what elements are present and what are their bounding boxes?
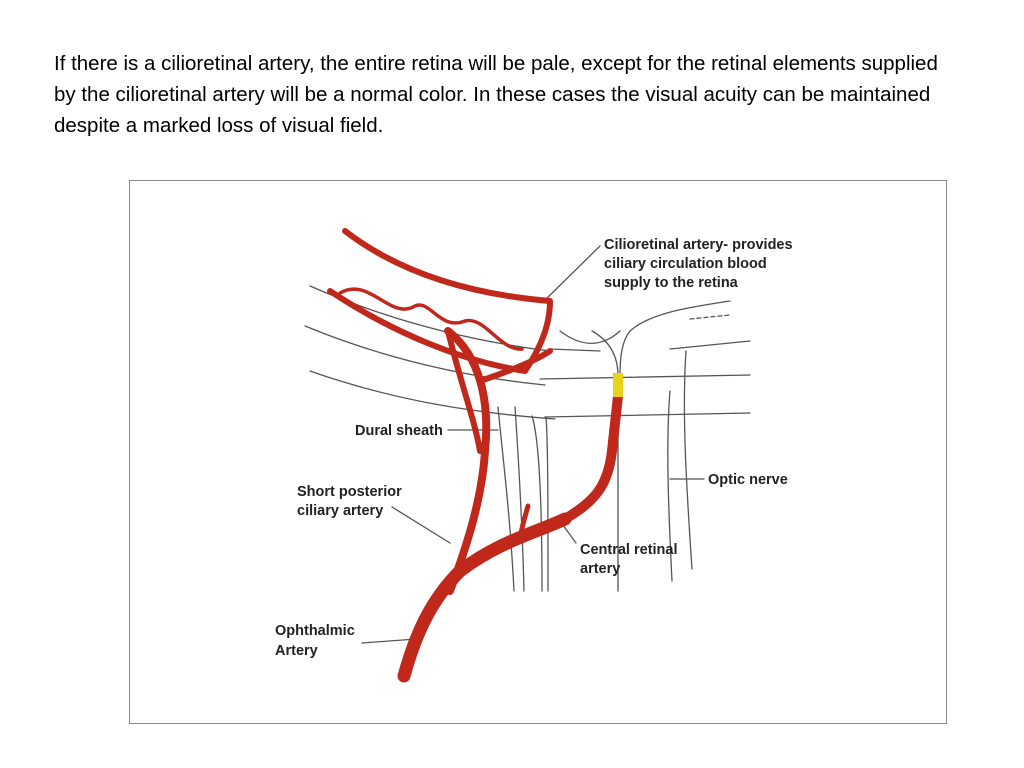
- label-short-posterior-line1: Short posterior: [297, 484, 402, 500]
- label-cilioretinal-line2: ciliary circulation blood: [604, 256, 767, 272]
- sclera-inner-line: [304, 325, 546, 386]
- short-posterior-ciliary-artery: [444, 327, 491, 595]
- label-short-posterior-line2: ciliary artery: [297, 503, 383, 519]
- cilioretinal-artery: [477, 348, 553, 384]
- label-optic-nerve: Optic nerve: [708, 472, 788, 488]
- optic-cup-right: [619, 330, 631, 377]
- slide-body-text: If there is a cilioretinal artery, the e…: [54, 52, 938, 137]
- label-dural-sheath: Dural sheath: [355, 423, 443, 439]
- nerve-left-line-2: [545, 416, 549, 592]
- occlusion-marker: [613, 373, 623, 397]
- label-cilioretinal-line1: Cilioretinal artery- provides: [604, 237, 793, 253]
- nerve-right-inner: [667, 390, 673, 582]
- retina-line-left-1: [559, 330, 621, 344]
- optic-nerve-blood-supply-diagram: Cilioretinal artery- provides ciliary ci…: [275, 228, 793, 683]
- retina-line-3: [539, 374, 751, 380]
- retina-line-right-2: [669, 340, 751, 350]
- label-central-retinal-line1: Central retinal: [580, 542, 678, 558]
- nerve-left-line: [531, 415, 543, 592]
- leader-short-posterior: [391, 506, 451, 544]
- nerve-right-outer: [683, 350, 693, 570]
- choroid-line: [309, 370, 556, 420]
- leader-ophthalmic: [361, 638, 417, 644]
- figure-frame: Cilioretinal artery- provides ciliary ci…: [129, 180, 947, 724]
- retina-line-left-2: [549, 348, 601, 352]
- label-central-retinal-line2: artery: [580, 561, 620, 577]
- choroidal-artery-loop: [327, 228, 553, 374]
- label-ophthalmic-line1: Ophthalmic: [275, 623, 355, 639]
- retina-line-4: [544, 412, 751, 418]
- ophthalmic-artery: [397, 512, 572, 683]
- choroidal-vessel-network: [338, 287, 524, 351]
- retina-line-right-1: [629, 300, 731, 332]
- central-retinal-artery: [560, 391, 623, 524]
- retina-dash-right: [689, 314, 731, 320]
- short-posterior-ciliary-branch: [445, 328, 483, 454]
- label-ophthalmic-line2: Artery: [275, 643, 318, 659]
- dural-sheath-left-inner: [514, 406, 525, 592]
- central-retinal-side-branch: [517, 503, 531, 542]
- leader-cilioretinal: [541, 245, 601, 304]
- dural-sheath-left-outer: [497, 406, 515, 592]
- label-cilioretinal-line3: supply to the retina: [604, 275, 739, 291]
